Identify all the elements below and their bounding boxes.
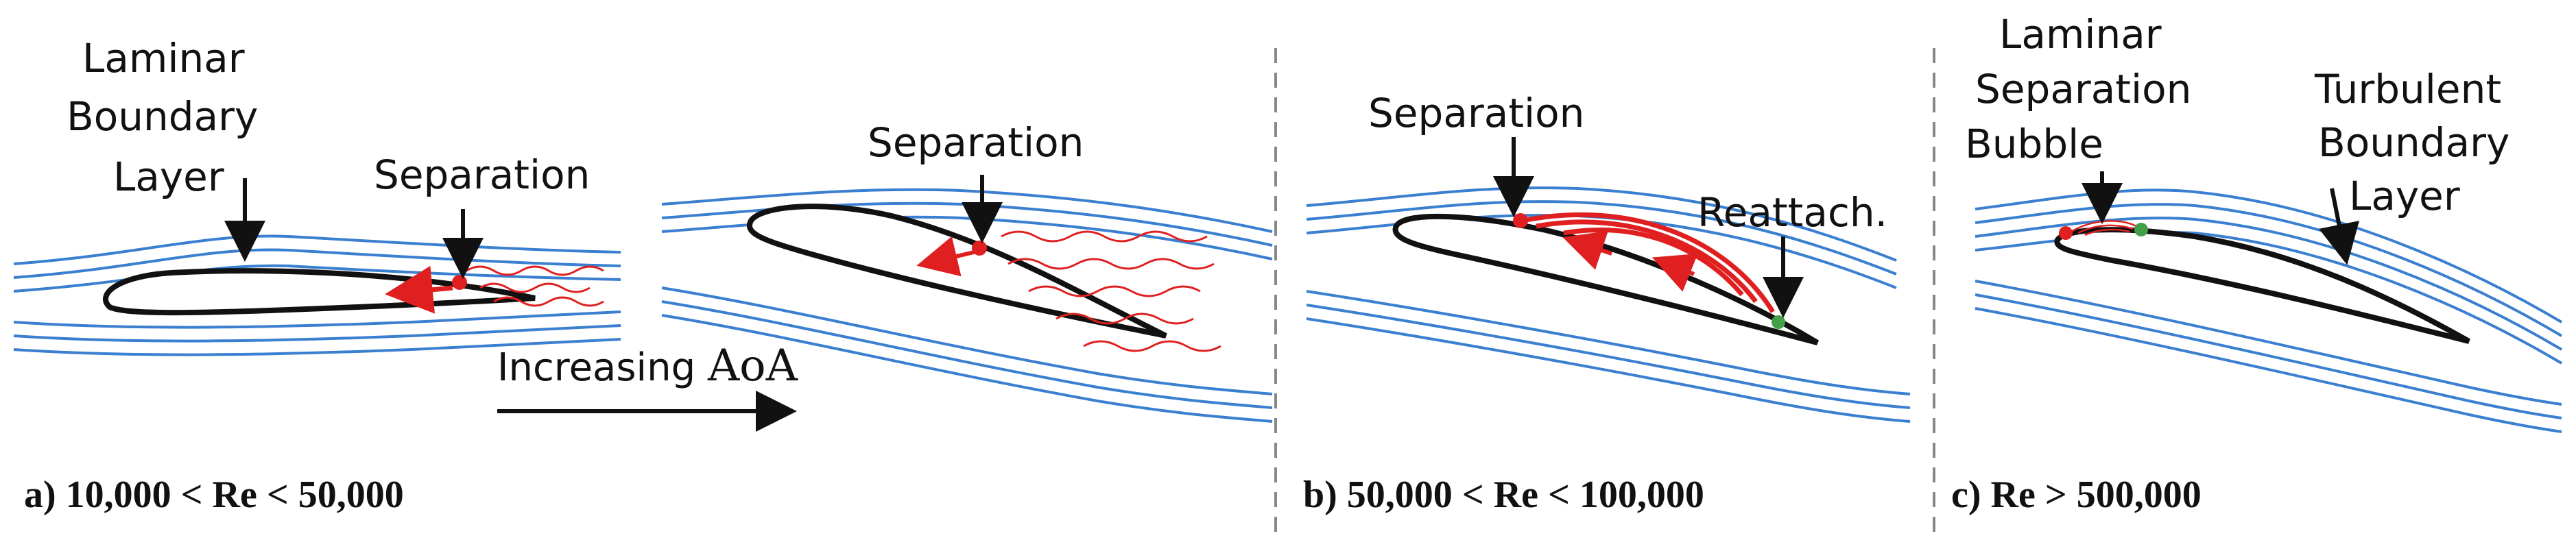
reverse-flow-arrow-b1 xyxy=(1562,230,1612,270)
reattach-label-b: Reattach. xyxy=(1697,189,1887,236)
separation-point-2 xyxy=(972,241,987,256)
reverse-flow-arrow-1 xyxy=(385,265,453,314)
bubble-label-line-1: Laminar xyxy=(1999,11,2162,58)
turbulent-label-line-3: Layer xyxy=(2349,173,2460,219)
airfoil-4 xyxy=(2054,227,2470,344)
laminar-label-line-2: Boundary xyxy=(67,93,258,140)
reattach-point-b xyxy=(1772,315,1785,329)
panel-a-airfoil-2-group: Separation Increasing AoA xyxy=(497,119,1273,432)
turbulent-pointer-arrow-c xyxy=(2319,188,2360,265)
separation-point-b xyxy=(1513,213,1528,228)
separation-point-1 xyxy=(452,275,467,290)
panel-b-group: Separation Reattach. xyxy=(1306,90,1911,423)
turbulent-label-line-2: Boundary xyxy=(2318,119,2509,166)
airfoil-1 xyxy=(103,268,536,316)
increasing-prefix: Increasing xyxy=(497,345,708,390)
caption-a: a) 10,000 < Re < 50,000 xyxy=(24,474,404,516)
panel-a-airfoil-1-group: Laminar Boundary Layer Separation xyxy=(13,35,621,356)
bubble-label-line-2: Separation xyxy=(1975,66,2191,112)
reverse-flow-arrow-2 xyxy=(916,236,975,277)
panel-a-streamlines-2 xyxy=(661,188,1273,423)
bubble-label-line-3: Bubble xyxy=(1965,121,2103,167)
separation-bubble-b xyxy=(1522,212,1775,313)
caption-b: b) 50,000 < Re < 100,000 xyxy=(1303,474,1704,516)
laminar-label-line-3: Layer xyxy=(113,154,224,200)
wake-1 xyxy=(466,265,604,307)
aoa-text: AoA xyxy=(707,341,798,391)
reverse-flow-arrow-b2 xyxy=(1651,253,1698,292)
laminar-label-line-1: Laminar xyxy=(82,35,245,82)
panel-c-group: Laminar Separation Bubble Turbulent Boun… xyxy=(1965,11,2563,433)
separation-label-b: Separation xyxy=(1368,90,1584,136)
separation-label-2: Separation xyxy=(868,119,1084,166)
separation-point-c xyxy=(2059,226,2073,240)
separation-label-1: Separation xyxy=(374,151,590,198)
turbulent-label-line-1: Turbulent xyxy=(2314,66,2501,112)
reattach-point-c xyxy=(2134,223,2148,236)
wake-2 xyxy=(1001,230,1221,352)
increasing-aoa-label: Increasing AoA xyxy=(497,341,798,391)
panel-c-streamlines xyxy=(1975,188,2563,433)
caption-c: c) Re > 500,000 xyxy=(1951,474,2202,516)
